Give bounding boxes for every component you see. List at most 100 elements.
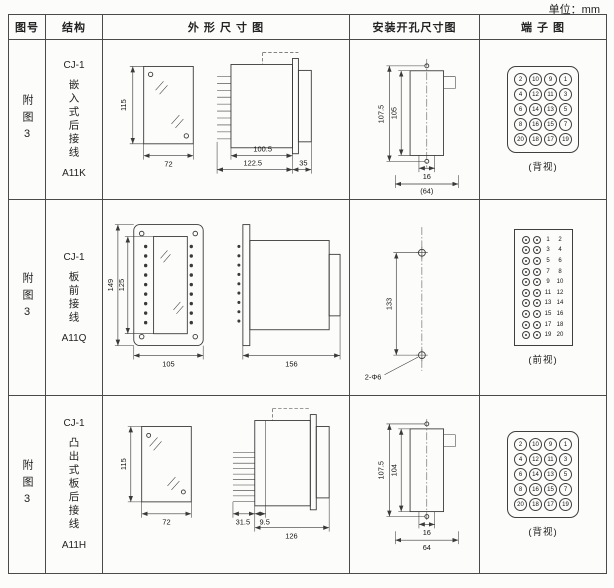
structure-code: A11Q [61,332,87,344]
terminal-number-3: 3 [546,247,550,254]
terminal-dot-11 [521,288,530,297]
terminal-dot-16 [532,309,541,318]
dim-label-149: 149 [105,278,114,290]
terminal-dot-2 [532,235,541,244]
dim-label-104: 104 [389,464,398,476]
dim-label-115: 115 [118,458,127,470]
terminal-5: 5 [559,103,572,116]
terminal-8: 8 [514,118,527,131]
col-header-outline: 外 形 尺 寸 图 [102,14,350,40]
col-header-terminal: 端 子 图 [479,14,607,40]
col-header-mounting: 安装开孔尺寸图 [349,14,480,40]
terminal-dot-3 [521,246,530,255]
terminal-6: 6 [514,103,527,116]
structure-type: 凸出式板后接线 [67,437,80,532]
dim-label-126: 126 [285,531,297,540]
dim-label-105: 105 [162,359,174,368]
dim-label-122-5: 122.5 [243,158,262,167]
dim-label-9-5: 9.5 [259,517,269,526]
terminal-dot-12 [532,288,541,297]
structure-model: CJ-1 [63,60,85,71]
terminal-row: 9 10 [521,278,565,287]
terminal-20: 20 [514,498,527,511]
dim-label-133: 133 [384,297,393,309]
dim-label-100-5: 100.5 [253,144,272,153]
terminal-18: 18 [529,133,542,146]
dim-label-35: 35 [299,158,307,167]
fig-cell-a11k: 附图3 [8,39,46,200]
terminal-number-4: 4 [558,247,562,254]
terminal-13: 13 [544,103,557,116]
terminal-number-2: 2 [558,236,562,243]
terminal-2: 2 [514,438,527,451]
terminal-dot-19 [521,331,530,340]
terminal-10: 10 [529,73,542,86]
terminal-dot-15 [521,309,530,318]
terminal-9: 9 [544,73,557,86]
terminal-dot-10 [532,278,541,287]
dim-label-16: 16 [422,528,430,537]
unit-label: 单位：mm [548,4,600,16]
terminal-number-17: 17 [544,321,552,328]
terminal-number-9: 9 [546,279,550,286]
terminal-dot-14 [532,299,541,308]
terminal-18: 18 [529,498,542,511]
terminal-6: 6 [514,468,527,481]
terminal-dot-5 [521,257,530,266]
figure-number: 附图3 [21,458,33,511]
terminal-7: 7 [559,483,572,496]
mounting-drawing-a11h: 107.5 104 16 64 [349,395,480,574]
structure-type: 板前接线 [67,270,80,325]
structure-cell-a11q: CJ-1 板前接线 A11Q [45,199,103,396]
terminal-dot-1 [521,235,530,244]
terminal-number-11: 11 [544,289,552,296]
table-row-a11h: 附图3 CJ-1 凸出式板后接线 A11H 115 [8,395,607,574]
terminal-2: 2 [514,73,527,86]
terminal-10: 10 [529,438,542,451]
terminal-dot-20 [532,331,541,340]
structure-model: CJ-1 [63,251,85,263]
terminal-view-label: (背视) [528,527,558,538]
terminal-12: 12 [529,88,542,101]
terminal-4: 4 [514,453,527,466]
outline-drawing-a11k: 115 72 100.5 122.5 35 [102,39,350,200]
terminal-row: 11 12 [521,288,565,297]
terminal-number-10: 10 [556,279,564,286]
terminal-17: 17 [544,133,557,146]
structure-code: A11K [62,168,86,179]
terminal-9: 9 [544,438,557,451]
dim-label-64: (64) [420,186,433,195]
header-row: 图号 结构 外 形 尺 寸 图 安装开孔尺寸图 端 子 图 [8,14,607,40]
dim-label-105: 105 [389,106,398,118]
terminal-3: 3 [559,453,572,466]
terminal-number-6: 6 [558,258,562,265]
terminal-number-1: 1 [546,236,550,243]
terminal-13: 13 [544,468,557,481]
terminal-number-15: 15 [544,310,552,317]
structure-code: A11H [61,539,87,551]
terminal-number-12: 12 [556,289,564,296]
terminal-number-13: 13 [544,300,552,307]
terminal-11: 11 [544,453,557,466]
dim-label-156: 156 [285,359,297,368]
terminal-16: 16 [529,118,542,131]
terminal-19: 19 [559,498,572,511]
mounting-drawing-a11q: 133 2-Φ6 [349,199,480,396]
terminal-20: 20 [514,133,527,146]
